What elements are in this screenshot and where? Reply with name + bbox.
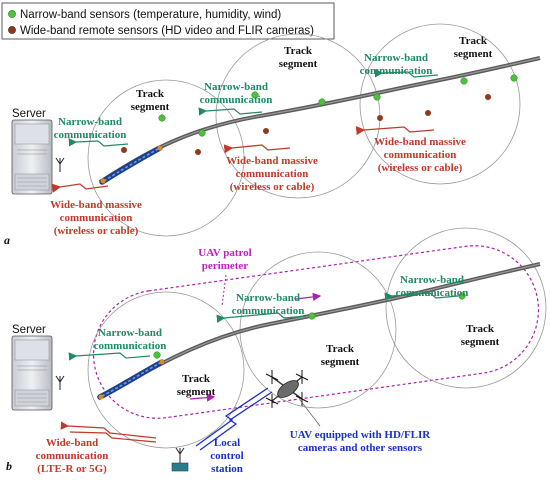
train <box>99 145 163 185</box>
train <box>97 359 165 400</box>
wide-band-arrow <box>355 126 435 136</box>
panel-a-label: a <box>4 233 10 247</box>
narrow-band-arrow <box>68 352 151 361</box>
legend: Narrow-band sensors (temperature, humidi… <box>1 2 335 40</box>
wide-band-sensors <box>121 94 491 155</box>
narrow-band-legend-icon <box>8 10 16 18</box>
uav-link <box>195 387 273 451</box>
antenna-icon <box>55 375 65 390</box>
track-segment-circle <box>359 23 521 185</box>
panel-b-label: b <box>6 459 12 473</box>
patrol-pointer <box>221 274 227 307</box>
legend-wide-label: Wide-band remote sensors (HD video and F… <box>20 25 314 37</box>
server-icon <box>11 119 53 195</box>
wide-band-sensor <box>377 115 383 121</box>
narrow-band-sensor <box>373 93 381 101</box>
patrol-direction-arrow <box>189 393 216 402</box>
track-segment-circle <box>385 227 547 389</box>
narrow-band-sensor <box>458 292 466 300</box>
track-segment-circle <box>87 291 245 449</box>
legend-narrow-label: Narrow-band sensors (temperature, humidi… <box>20 9 281 21</box>
wide-band-arrow <box>51 183 109 193</box>
narrow-band-arrow <box>384 292 459 301</box>
narrow-band-sensor <box>158 114 166 122</box>
narrow-band-sensor <box>153 351 161 359</box>
server-label: Server <box>12 108 46 120</box>
narrow-band-arrow <box>374 69 439 78</box>
wide-band-sensor <box>121 147 127 153</box>
track-segment-circle <box>239 251 397 409</box>
narrow-band-sensor <box>251 91 259 99</box>
narrow-band-sensor <box>318 98 326 106</box>
wide-band-sensor <box>425 110 431 116</box>
wide-band-legend-icon <box>8 26 16 34</box>
server-icon <box>11 335 53 411</box>
track-segment-circle <box>87 79 245 237</box>
antenna-icon <box>55 157 65 172</box>
narrow-band-sensor <box>308 312 316 320</box>
narrow-band-sensor <box>460 77 468 85</box>
wide-band-sensor <box>195 149 201 155</box>
narrow-band-arrow <box>68 138 129 147</box>
control-station-icon <box>171 447 189 472</box>
wide-band-arrow <box>223 144 291 154</box>
wide-band-sensor <box>485 94 491 100</box>
uav-drone-icon <box>265 370 309 408</box>
narrow-band-arrow <box>216 312 307 323</box>
wide-band-sensor <box>263 128 269 134</box>
narrow-band-arrow <box>198 107 263 116</box>
narrow-band-sensor <box>198 129 206 137</box>
railway-track <box>98 56 541 184</box>
narrow-band-sensor <box>510 74 518 82</box>
uav-pointer <box>299 399 321 427</box>
patrol-direction-arrow <box>295 292 322 302</box>
uav-patrol-perimeter <box>92 245 540 419</box>
server-label: Server <box>12 324 46 336</box>
wide-band-link <box>60 421 157 443</box>
